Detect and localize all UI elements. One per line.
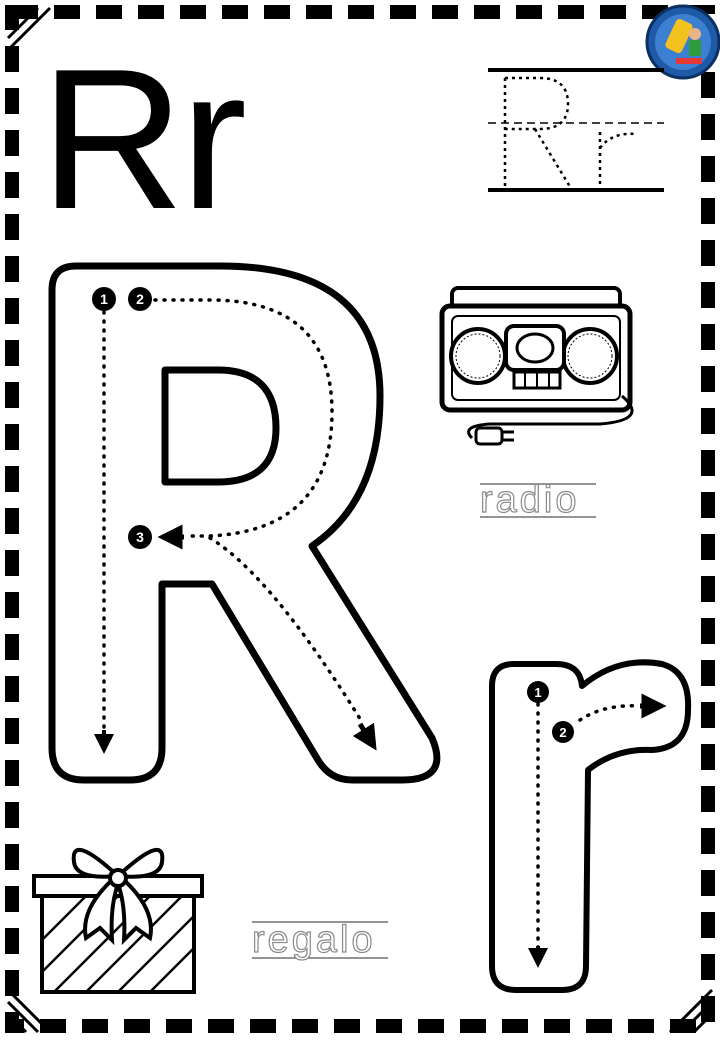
trace-word-radio: radio bbox=[479, 479, 580, 521]
lowercase-step-marker-2 bbox=[552, 721, 574, 743]
step-2-label: 2 bbox=[136, 291, 144, 307]
lowercase-step-markers: 1 2 bbox=[527, 681, 574, 743]
diagonal-arrow-icon bbox=[352, 722, 377, 751]
lowercase-step-1-label: 1 bbox=[534, 685, 541, 700]
gift-icon bbox=[32, 847, 204, 994]
handwriting-practice bbox=[488, 68, 664, 192]
uppercase-step-markers: 1 2 3 bbox=[92, 287, 152, 549]
step-marker-3 bbox=[128, 525, 152, 549]
step-marker-1 bbox=[92, 287, 116, 311]
uppercase-r-outline bbox=[48, 262, 441, 784]
lowercase-r-trace-path bbox=[536, 702, 642, 950]
lowercase-r-outline bbox=[489, 659, 692, 993]
dashed-border bbox=[5, 5, 715, 1033]
lowercase-step-2-label: 2 bbox=[559, 725, 566, 740]
step-marker-2 bbox=[128, 287, 152, 311]
radio-icon bbox=[439, 286, 634, 446]
corner-decorations bbox=[6, 6, 714, 1034]
dotted-rr-trace bbox=[503, 76, 637, 191]
logo-badge bbox=[645, 4, 720, 80]
step-1-label: 1 bbox=[100, 291, 108, 307]
uppercase-r-trace-path bbox=[102, 298, 364, 737]
trace-word-regalo: regalo bbox=[251, 919, 376, 961]
page-title: Rr bbox=[40, 28, 247, 251]
step-3-label: 3 bbox=[136, 529, 144, 545]
lowercase-step-marker-1 bbox=[527, 681, 549, 703]
